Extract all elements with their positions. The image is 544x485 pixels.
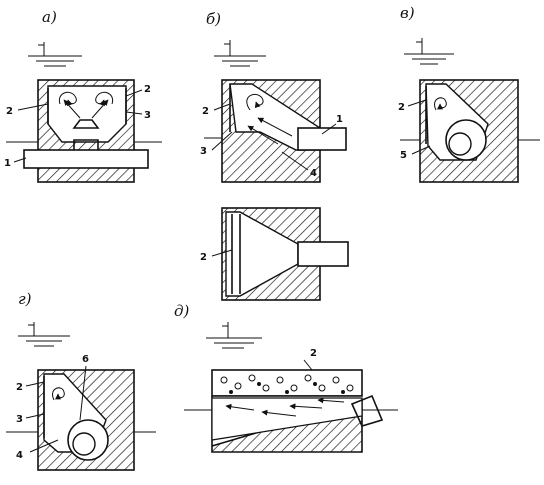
water-level-symbol	[214, 40, 266, 67]
water-level-symbol	[404, 38, 454, 65]
callout-label: 2	[200, 252, 207, 263]
callout-label: 2	[310, 348, 317, 359]
panel-v-volute-inner	[448, 132, 472, 156]
callout-label: 5	[400, 150, 407, 161]
callout-label: 4	[310, 168, 317, 179]
panel-g-letter: г)	[18, 290, 32, 308]
panel-d-inlet	[350, 394, 384, 427]
panel-a-pipe	[23, 149, 149, 169]
panel-d-channel	[211, 397, 363, 441]
panel-a-letter: а)	[42, 8, 57, 26]
plan-pipe	[297, 241, 349, 267]
water-level-symbol	[18, 322, 70, 347]
water-level-symbol	[28, 42, 82, 67]
panel-a-chamber	[47, 85, 127, 143]
callout-label: 2	[398, 102, 405, 113]
callout-label: 1	[336, 114, 343, 125]
gravel-particles	[220, 374, 354, 394]
callout-label: 2	[16, 382, 23, 393]
panel-b-letter: б)	[206, 10, 221, 28]
panel-b-pipe	[297, 127, 347, 151]
callout-label: 2	[202, 106, 209, 117]
water-level-symbol	[206, 322, 262, 349]
panel-d: д) 2	[174, 302, 398, 453]
panel-g: г) 6 2 3 4	[6, 290, 156, 471]
callout-label: 3	[200, 146, 207, 157]
panel-d-letter: д)	[174, 302, 190, 320]
callout-label: 4	[16, 450, 23, 461]
panel-b-plan: 2	[200, 207, 349, 301]
panel-g-volute-inner	[72, 432, 96, 456]
callout-label: 1	[4, 158, 11, 169]
panel-v-letter: в)	[400, 4, 415, 22]
callout-label: 3	[144, 110, 151, 121]
panel-v: в) 2 5	[398, 4, 540, 183]
panel-b: б) 2 1 3 4	[200, 10, 347, 183]
callout-label: 2	[6, 106, 13, 117]
callout-label: 6	[82, 354, 89, 365]
callout-label: 2	[144, 84, 151, 95]
panel-a: а) 2 2 3 1	[4, 8, 162, 183]
callout-label: 3	[16, 414, 23, 425]
